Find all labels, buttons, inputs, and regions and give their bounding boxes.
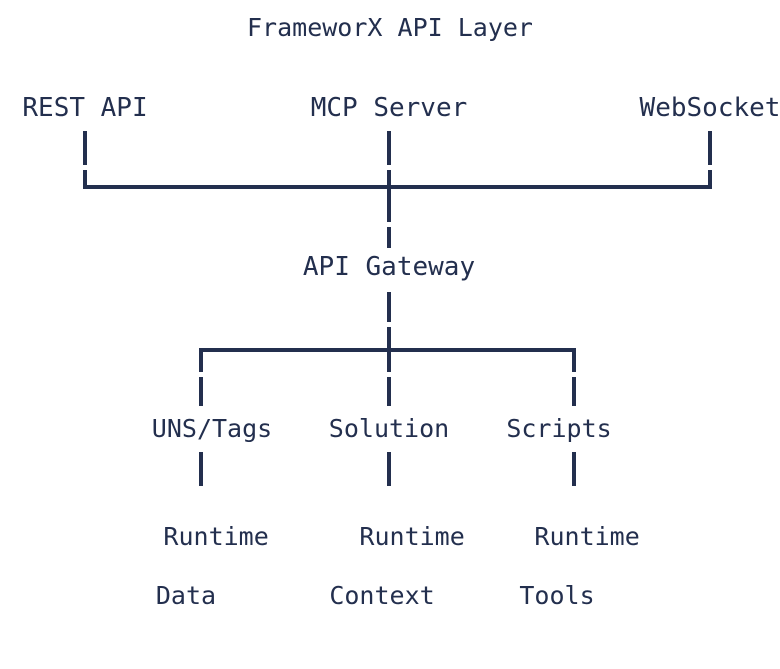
node-api-gateway: API Gateway [302, 252, 476, 282]
node-mcp-server: MCP Server [310, 93, 468, 123]
node-scripts: Scripts [506, 414, 612, 443]
node-websocket: WebSocket [639, 93, 780, 123]
node-uns-tags: UNS/Tags [151, 414, 273, 443]
node-runtime-tools-line1: Runtime [534, 521, 640, 551]
node-runtime-data: Runtime Data [103, 492, 269, 669]
node-runtime-tools-line2: Tools [519, 580, 595, 610]
diagram-canvas: FrameworX API Layer REST API MCP Server … [22, 13, 780, 610]
diagram-title: FrameworX API Layer [247, 13, 533, 42]
node-solution: Solution [328, 414, 450, 443]
node-runtime-data-line1: Runtime [163, 521, 269, 551]
node-runtime-context: Runtime Context [299, 492, 465, 669]
node-runtime-context-line2: Context [329, 580, 435, 610]
node-runtime-tools: Runtime Tools [474, 492, 640, 669]
node-rest-api: REST API [22, 93, 148, 123]
node-runtime-data-line2: Data [155, 580, 217, 610]
node-runtime-context-line1: Runtime [359, 521, 465, 551]
